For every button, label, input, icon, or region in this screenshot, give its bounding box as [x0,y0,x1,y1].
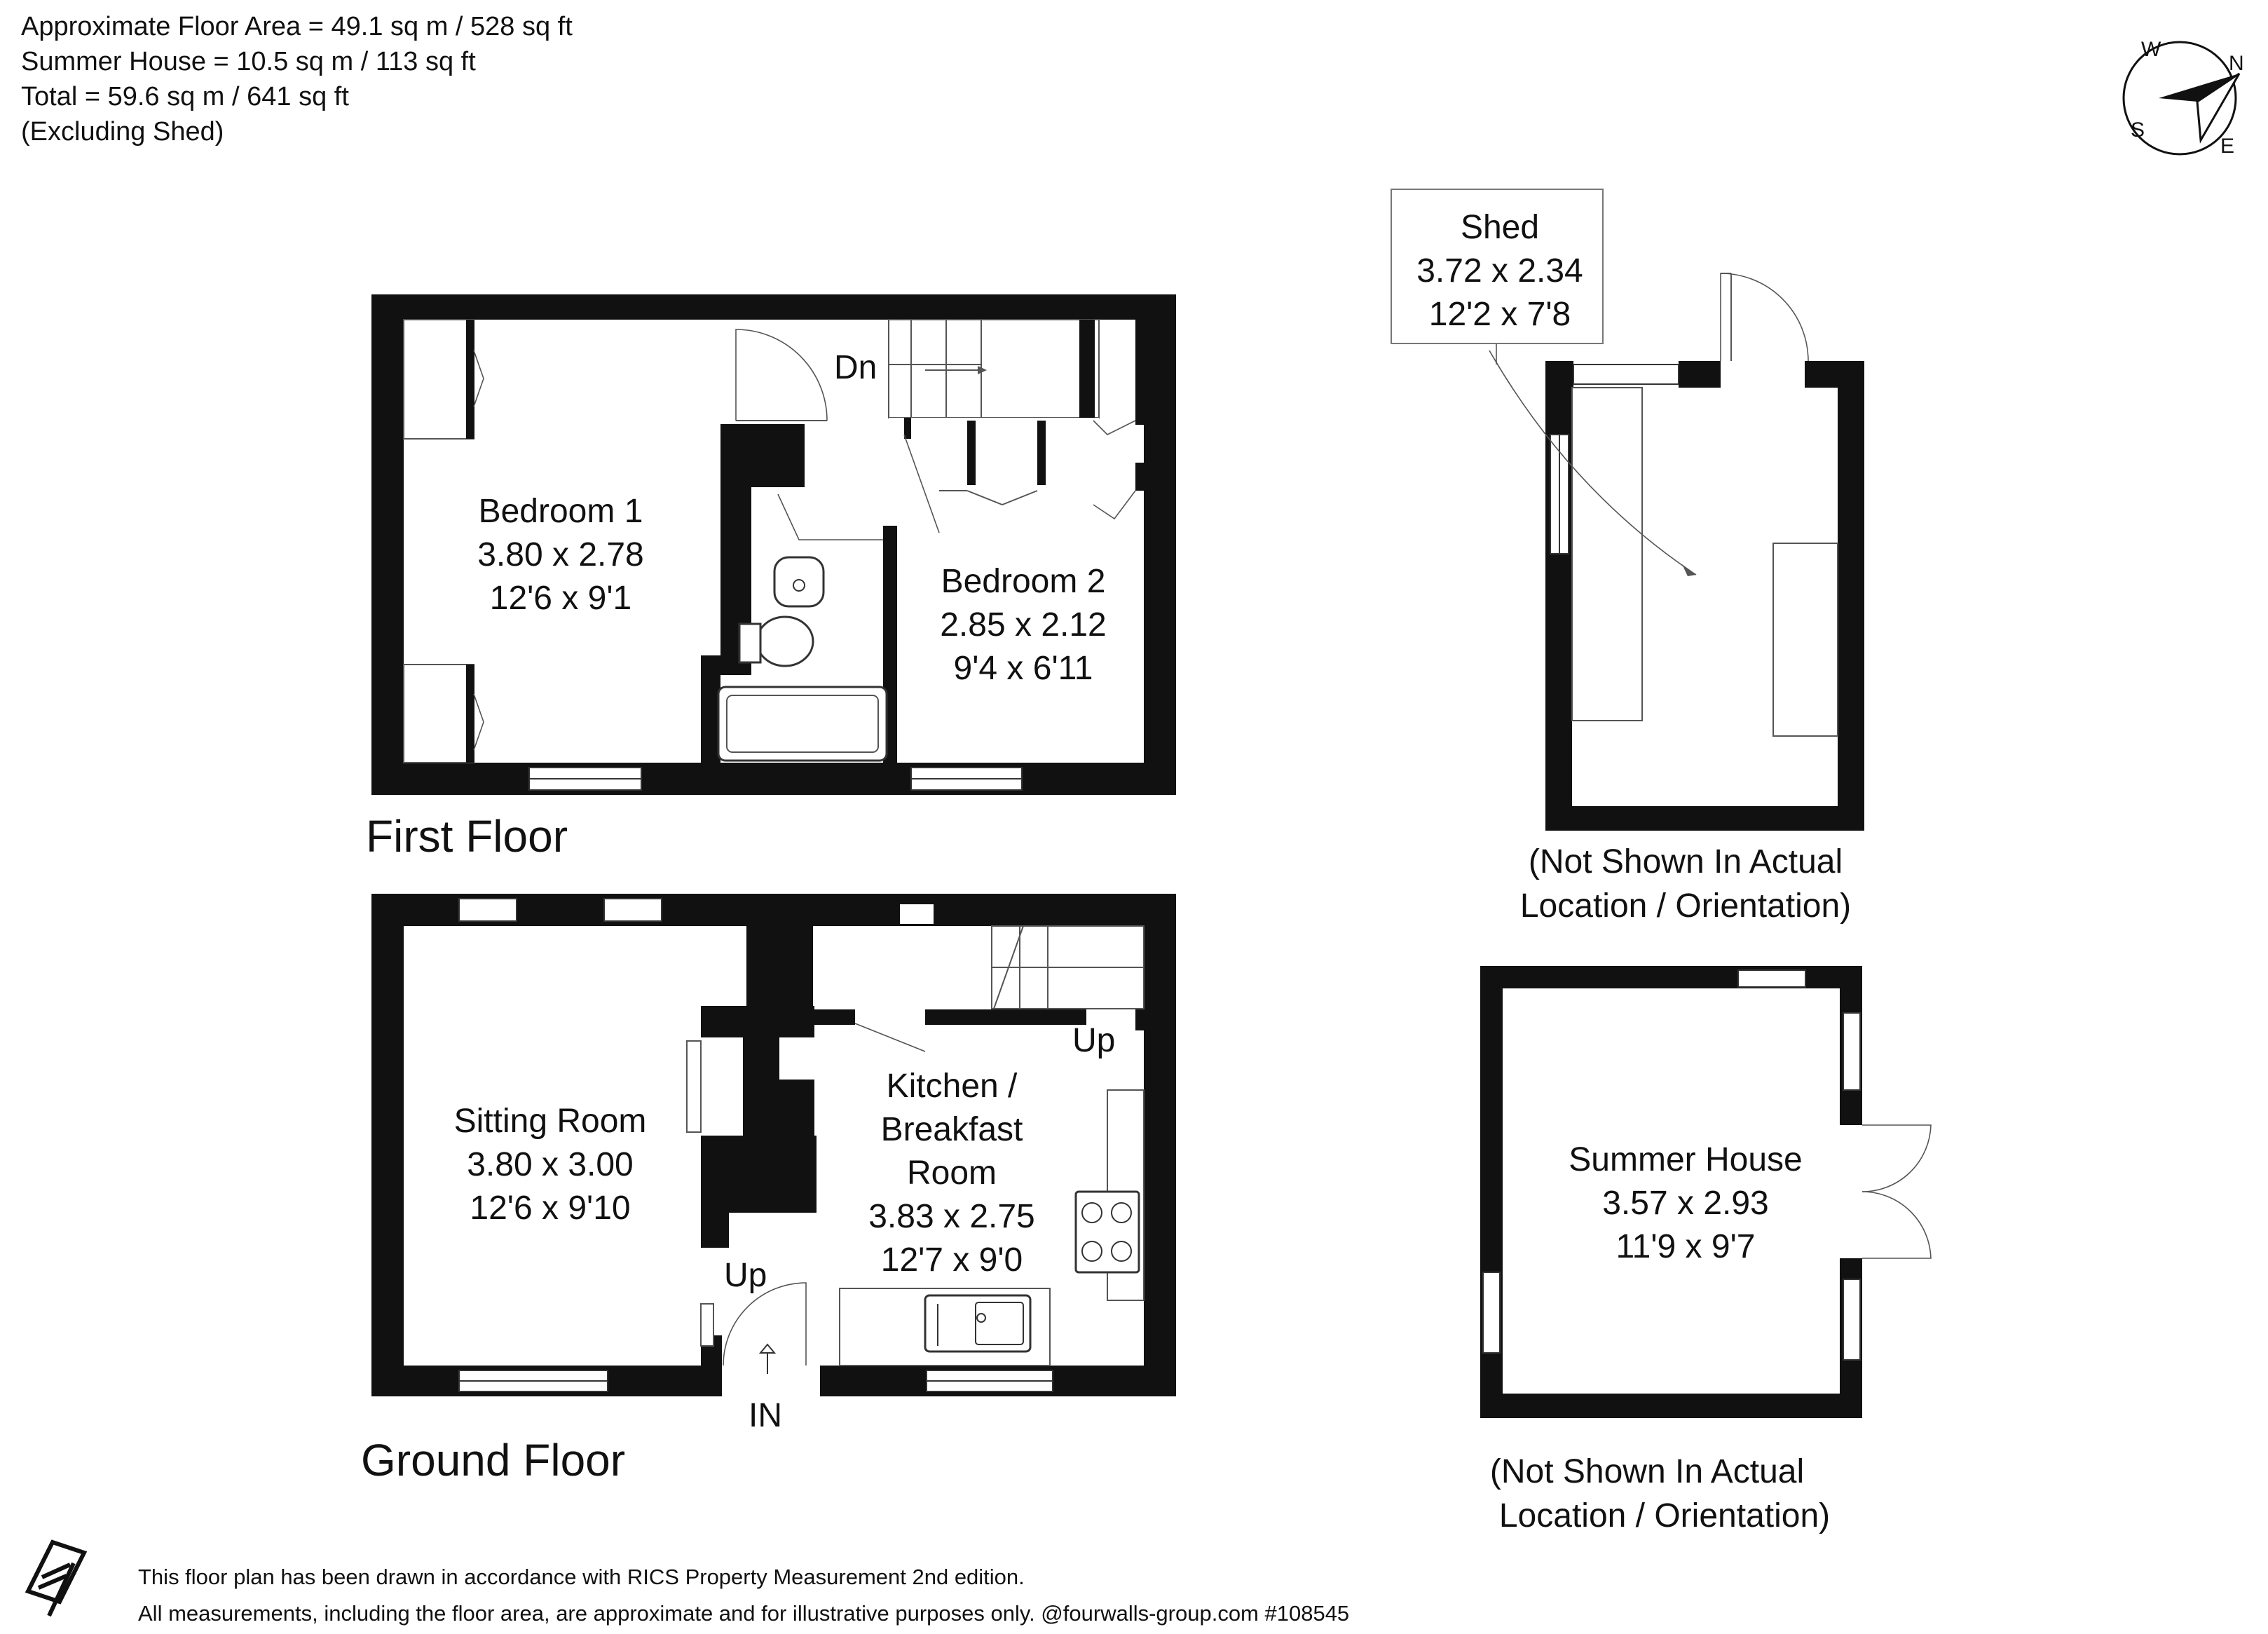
french-door-swing [1861,1124,1932,1192]
hob-icon [1074,1190,1140,1274]
kitchen-name-2: Breakfast [881,1111,1023,1148]
toilet-icon [756,615,814,667]
fourwalls-logo-icon [25,1539,88,1617]
shed-note-1: (Not Shown In Actual [1529,843,1843,880]
area-line-excluding: (Excluding Shed) [21,117,224,147]
kitchen-name-3: Room [907,1155,997,1192]
window [1573,364,1679,385]
window [603,898,662,922]
entrance-label: IN [749,1397,782,1434]
area-line-summer-house: Summer House = 10.5 sq m / 113 sq ft [21,47,476,76]
shed-metric: 3.72 x 2.34 [1416,252,1583,290]
kitchen-sink-icon [924,1294,1032,1353]
summer-house-name: Summer House [1569,1141,1802,1178]
summer-house-imperial: 11'9 x 9'7 [1616,1228,1756,1265]
shed-plan: Shed 3.72 x 2.34 12'2 x 7'8 (Not Shown I… [1391,189,1864,925]
stairs-up-kitchen-label: Up [1072,1022,1115,1059]
shed-imperial: 12'2 x 7'8 [1429,296,1571,333]
sitting-room-metric: 3.80 x 3.00 [467,1146,634,1183]
compass-icon: N E S W [2122,38,2244,158]
area-line-total-floor: Approximate Floor Area = 49.1 sq m / 528… [21,12,573,41]
compass-w: W [2141,38,2161,61]
area-line-total: Total = 59.6 sq m / 641 sq ft [21,82,349,111]
compass-s: S [2131,118,2145,142]
window [1482,1272,1501,1354]
window [1843,1279,1861,1361]
first-floor-plan: Bedroom 1 3.80 x 2.78 12'6 x 9'1 Bedroom… [366,294,1176,862]
summer-house-note-1: (Not Shown In Actual [1490,1453,1804,1490]
bedroom1-name: Bedroom 1 [479,493,643,530]
bedroom2-name: Bedroom 2 [941,563,1106,600]
bedroom1-metric: 3.80 x 2.78 [477,536,644,573]
summer-house-note-2: Location / Orientation) [1499,1497,1830,1534]
first-floor-title: First Floor [366,811,568,862]
shed-name: Shed [1461,209,1539,246]
kitchen-metric: 3.83 x 2.75 [868,1198,1035,1235]
footer-line-2: All measurements, including the floor ar… [138,1601,1349,1626]
summer-house-plan: Summer House 3.57 x 2.93 11'9 x 9'7 (Not… [1480,966,1932,1534]
footer-line-1: This floor plan has been drawn in accord… [138,1565,1025,1589]
sitting-room-name: Sitting Room [454,1103,647,1140]
footer: This floor plan has been drawn in accord… [25,1539,1349,1626]
bedroom1-imperial: 12'6 x 9'1 [490,580,631,617]
window [1737,969,1806,988]
window [458,898,517,922]
shed-door-swing [1720,273,1809,362]
window [1843,1012,1861,1091]
ground-floor-title: Ground Floor [361,1435,625,1485]
entrance-arrow-icon [758,1343,777,1354]
area-summary: Approximate Floor Area = 49.1 sq m / 528… [21,12,573,147]
kitchen-imperial: 12'7 x 9'0 [881,1241,1023,1279]
stairs-down-label: Dn [834,349,877,386]
bath-icon [717,686,888,762]
bedroom2-imperial: 9'4 x 6'11 [954,650,1093,687]
compass-n: N [2229,52,2244,75]
ground-floor-plan: Sitting Room 3.80 x 3.00 12'6 x 9'10 Kit… [361,894,1176,1485]
stairs-up-hall-label: Up [724,1257,767,1294]
compass-e: E [2220,135,2234,158]
summer-house-metric: 3.57 x 2.93 [1602,1185,1769,1222]
sink-icon [773,556,825,608]
shed-label-box [1391,189,1604,344]
kitchen-name-1: Kitchen / [887,1068,1018,1105]
sitting-room-imperial: 12'6 x 9'10 [470,1190,630,1227]
entrance-door-swing [723,1282,807,1366]
shed-note-2: Location / Orientation) [1520,887,1851,925]
door-swing [735,329,828,421]
bedroom2-metric: 2.85 x 2.12 [940,606,1107,644]
